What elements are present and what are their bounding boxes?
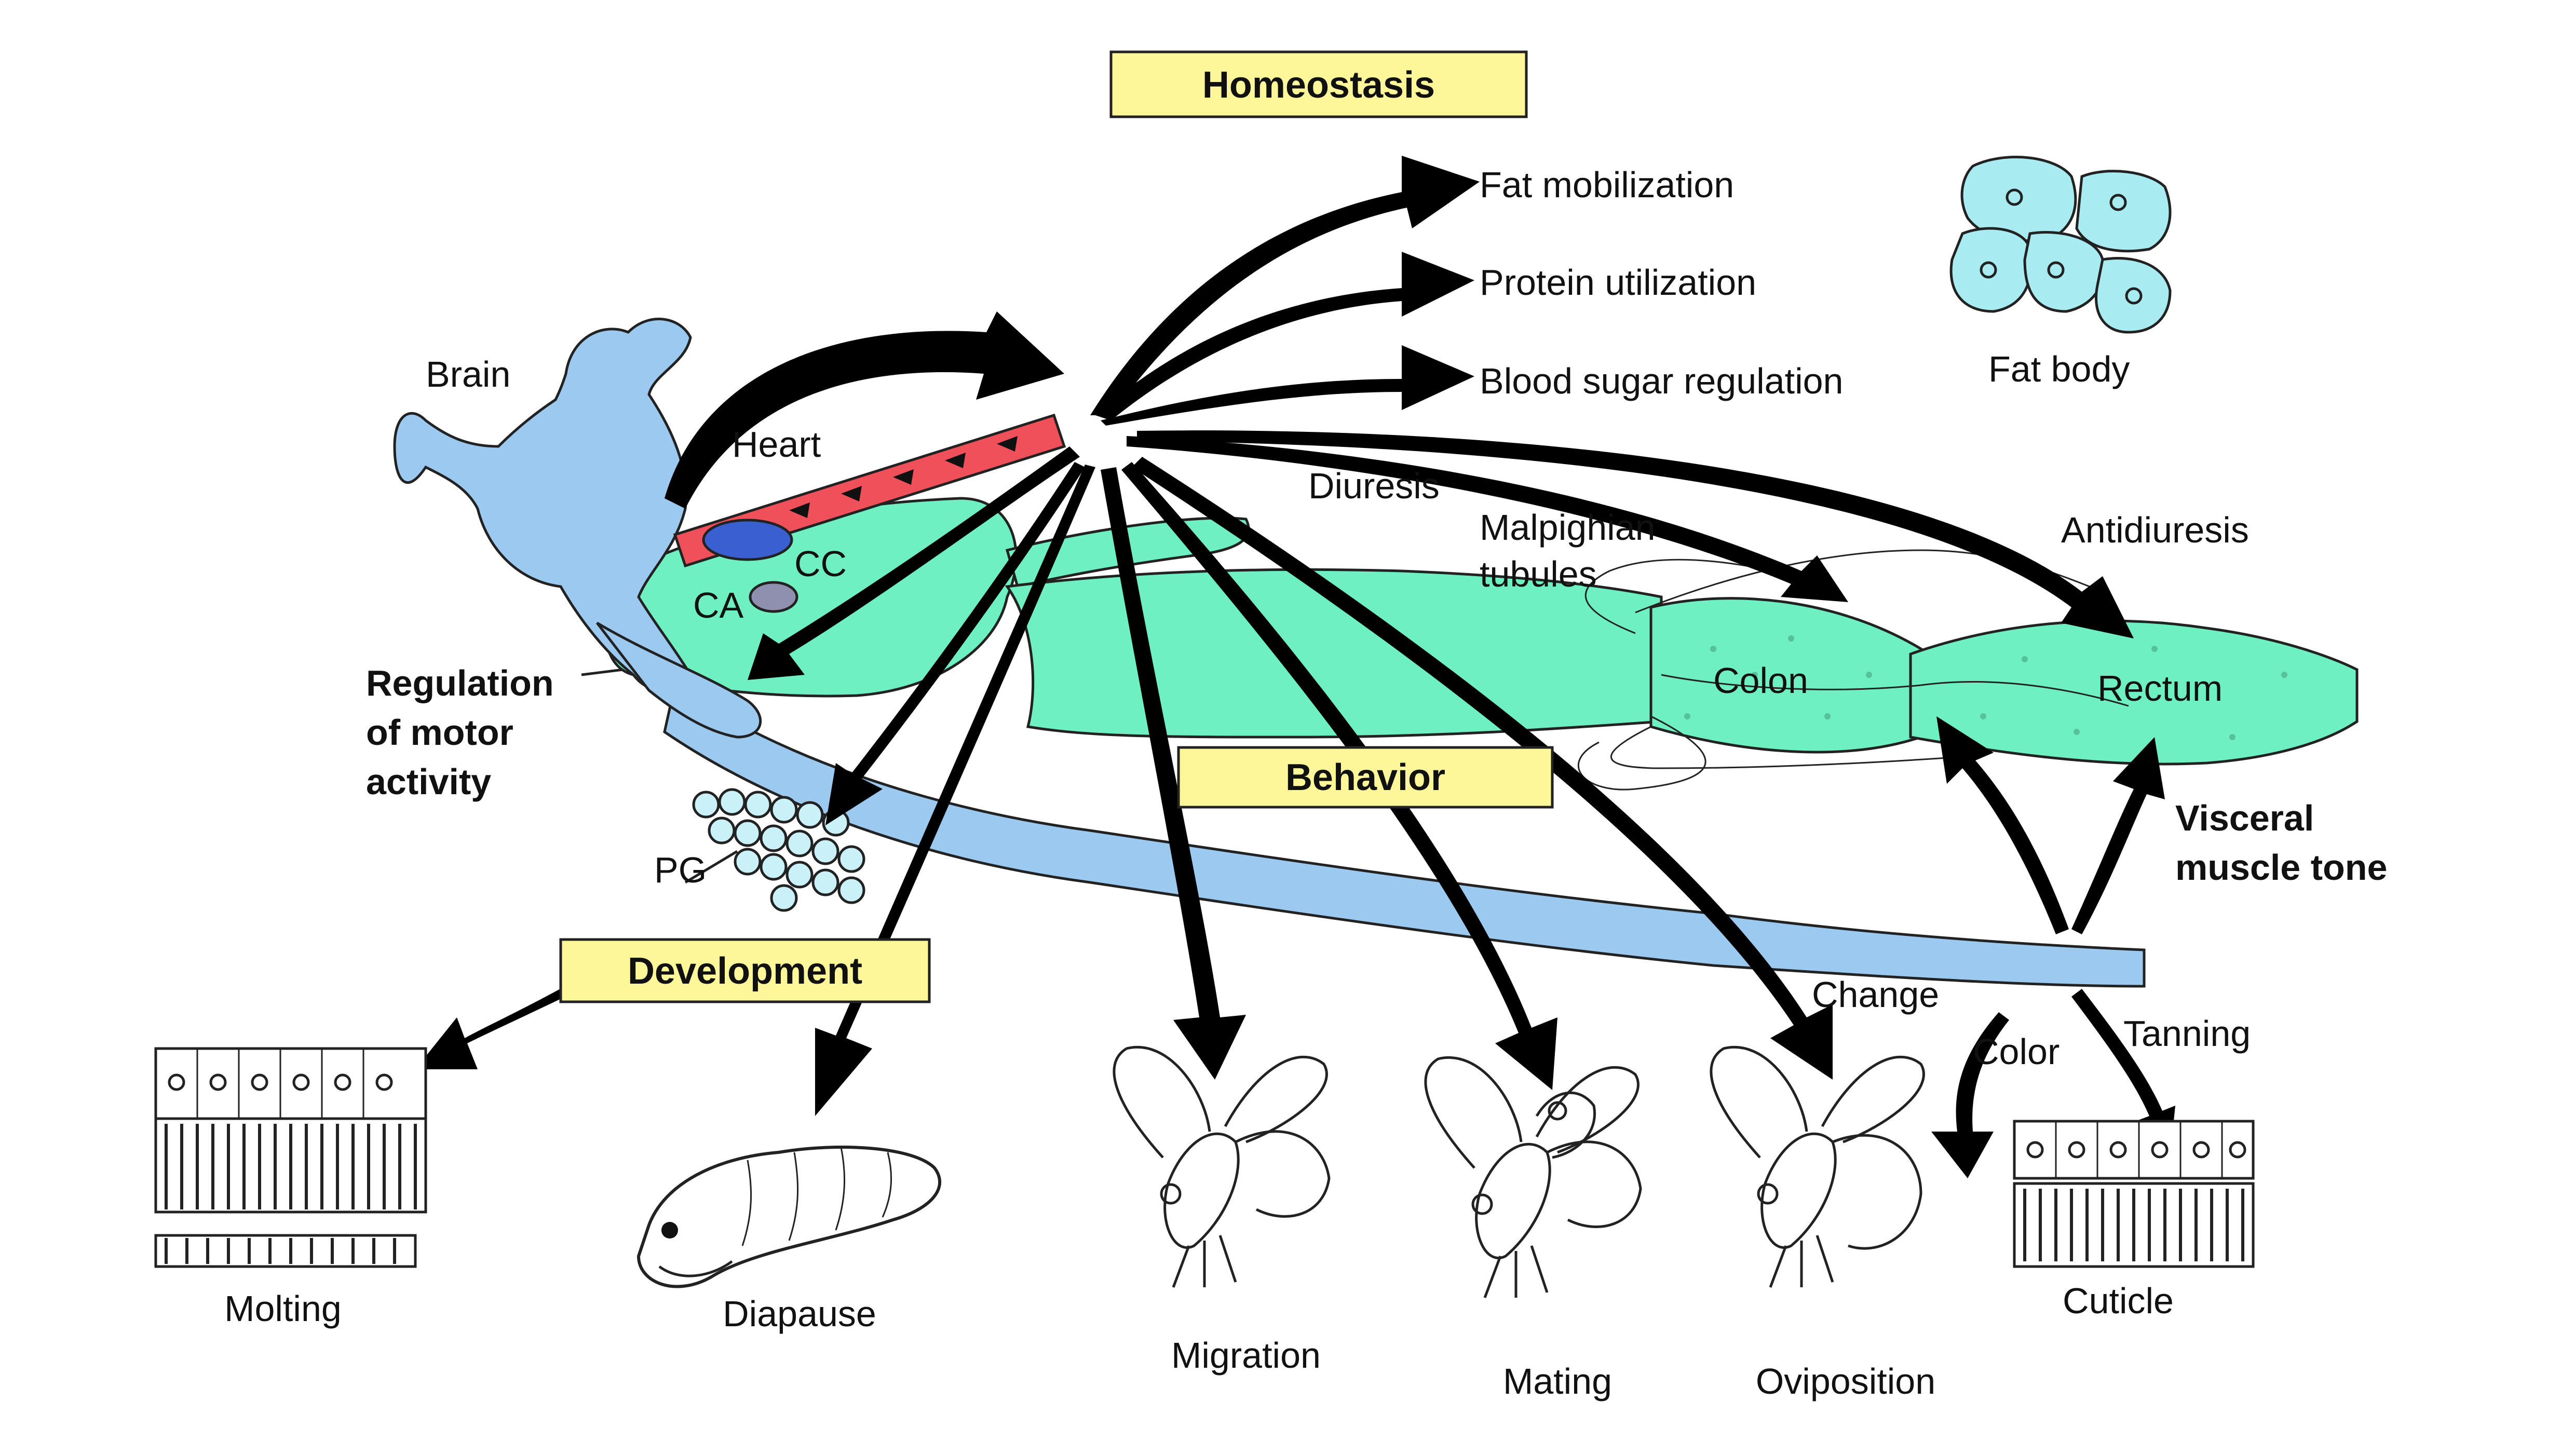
cuticle-illustration <box>2013 1120 2255 1268</box>
molting-illustration <box>154 1047 427 1268</box>
ca-label: CA <box>693 585 744 625</box>
prothoracic-glands <box>692 788 865 912</box>
oviposition-label: Oviposition <box>1756 1361 1935 1401</box>
antidiuresis-label: Antidiuresis <box>2061 510 2249 550</box>
fat-body-label: Fat body <box>1988 349 2130 389</box>
pg-leader-line <box>684 850 738 884</box>
diapause-larva <box>636 1146 942 1288</box>
regulation-label-line3: activity <box>366 761 491 802</box>
hindgut-stipple <box>1684 635 2287 740</box>
migration-label: Migration <box>1171 1335 1321 1376</box>
blood-sugar-regulation-label: Blood sugar regulation <box>1480 361 1843 401</box>
corpus-allatum <box>749 581 798 613</box>
brain-label: Brain <box>426 354 510 394</box>
migration-fly <box>1113 1046 1331 1288</box>
arrow-visceral-colon <box>1936 716 2069 934</box>
arrow-brain-to-hub <box>665 311 1064 509</box>
development-label: Development <box>628 950 862 992</box>
color-label: Color <box>1973 1031 2060 1072</box>
regulation-leader-line <box>581 668 624 676</box>
fat-mobilization-label: Fat mobilization <box>1480 165 1734 205</box>
mating-label: Mating <box>1503 1361 1612 1401</box>
gut <box>604 497 2359 791</box>
arrow-visceral-rectum <box>2071 737 2165 934</box>
diuresis-label: Diuresis <box>1308 466 1440 506</box>
brain <box>393 318 693 692</box>
arrow-molting <box>415 971 597 1069</box>
tanning-label: Tanning <box>2123 1013 2251 1054</box>
arrow-protein-utilization <box>1095 252 1474 420</box>
behavior-box: Behavior <box>1177 746 1554 809</box>
molting-cuticle-lines <box>165 1124 417 1209</box>
diapause-label: Diapause <box>723 1294 876 1334</box>
homeostasis-box: Homeostasis <box>1109 50 1528 118</box>
regulation-label-line1: Regulation <box>366 663 554 703</box>
arrow-tanning <box>2071 989 2175 1158</box>
arrow-diapause <box>815 465 1095 1116</box>
protein-utilization-label: Protein utilization <box>1480 262 1756 303</box>
midgut <box>1005 568 1663 739</box>
arrow-blood-sugar <box>1101 345 1474 426</box>
cuticle-label: Cuticle <box>2063 1281 2174 1321</box>
corpus-cardiacum <box>702 519 793 561</box>
nerve-system <box>393 318 2146 988</box>
molting-label: Molting <box>224 1288 342 1329</box>
frontal-nerve <box>596 621 762 739</box>
change-label: Change <box>1812 974 1939 1015</box>
visceral-label-line2: muscle tone <box>2175 847 2387 888</box>
oviposition-fly <box>1710 1046 1925 1288</box>
malpighian-label: Malpighian <box>1480 507 1656 548</box>
arrow-color-change <box>1931 1012 2009 1178</box>
homeostasis-label: Homeostasis <box>1202 64 1435 106</box>
regulation-label-line2: of motor <box>366 712 513 753</box>
development-box: Development <box>559 938 931 1003</box>
colon-label: Colon <box>1713 660 1808 701</box>
tubules-label: tubules <box>1480 554 1597 594</box>
cc-label: CC <box>794 543 847 584</box>
ventral-nerve-cord <box>663 683 2146 988</box>
arrow-to-pg <box>825 462 1085 825</box>
behavior-label: Behavior <box>1285 757 1445 798</box>
arrow-motor-activity <box>748 446 1080 680</box>
mating-flies <box>1424 1056 1642 1298</box>
heart-valves <box>789 436 1018 518</box>
rectum-label: Rectum <box>2097 668 2223 709</box>
fat-body-illustration <box>1949 156 2172 334</box>
visceral-label-line1: Visceral <box>2175 798 2314 838</box>
heart-label: Heart <box>732 424 821 465</box>
arrow-antidiuresis <box>1137 430 2134 638</box>
fat-body-nuclei <box>1980 188 2143 305</box>
arrows <box>415 156 2175 1178</box>
pg-label: PG <box>654 850 707 890</box>
arrow-migration <box>1101 467 1246 1080</box>
